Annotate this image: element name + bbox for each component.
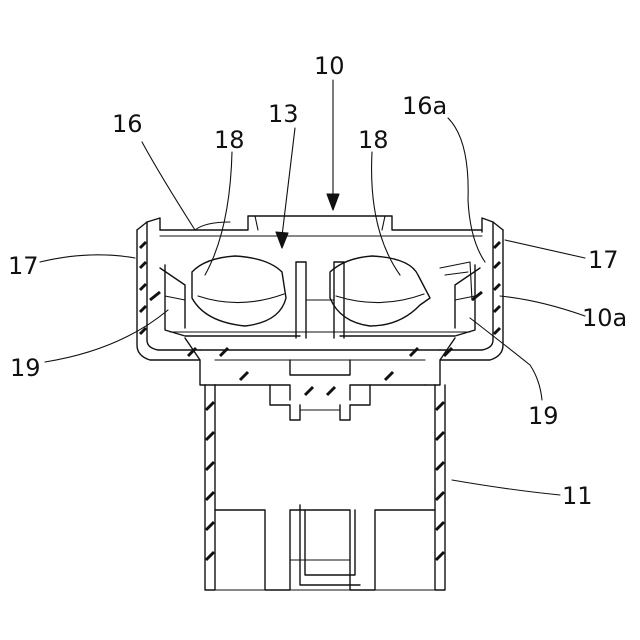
label-17-left: 17	[8, 252, 39, 280]
section-hatching-upper	[140, 242, 500, 356]
label-16a: 16a	[402, 92, 447, 120]
label-18-left: 18	[214, 126, 245, 154]
section-hatching-lower	[206, 372, 444, 560]
lower-body	[205, 385, 445, 590]
label-17-right: 17	[588, 246, 619, 274]
label-19-left: 19	[10, 354, 41, 382]
label-19-right: 19	[528, 402, 559, 430]
label-18-right: 18	[358, 126, 389, 154]
upper-housing	[137, 216, 503, 385]
reference-labels: 10 13 16 16a 18 18 17 17 10a 19 19 11	[8, 52, 627, 510]
label-10a: 10a	[582, 304, 627, 332]
label-11: 11	[562, 482, 593, 510]
label-16: 16	[112, 110, 143, 138]
label-10: 10	[314, 52, 345, 80]
label-13: 13	[268, 100, 299, 128]
